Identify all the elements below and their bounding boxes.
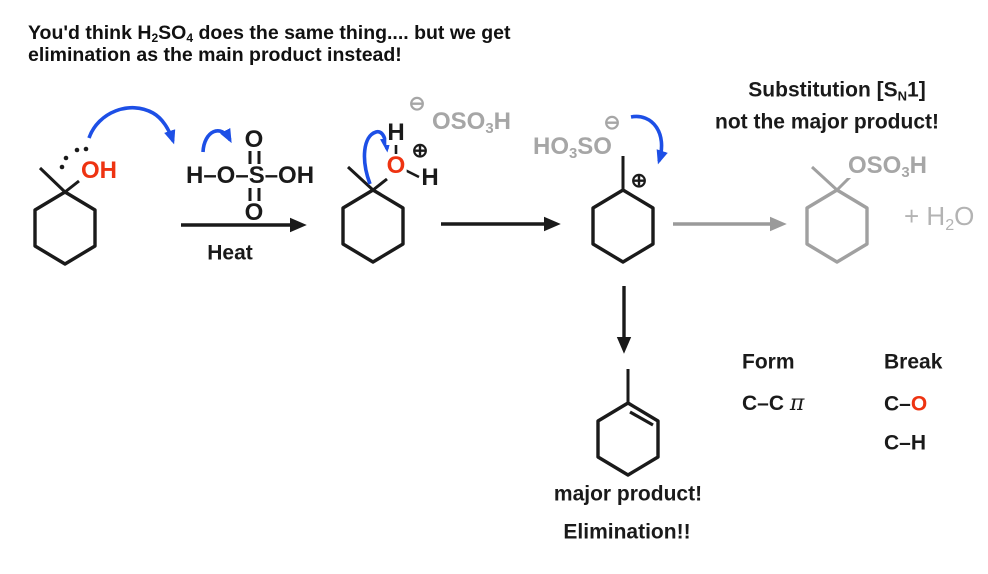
sulfuric-acid-top-oxygen: O	[244, 126, 264, 153]
major-product-caption: major product!	[553, 482, 703, 506]
curved-arrow-counterion-to-cation	[630, 114, 668, 165]
cyclohexane-ring-start	[33, 190, 97, 266]
methyl-bond-start	[38, 166, 67, 194]
plus-charge-icon: ⊕	[411, 140, 429, 162]
cyclohexane-ring-cation	[591, 188, 655, 264]
headline: You'd think H2SO4 does the same thing...…	[28, 22, 511, 66]
heat-condition-label: Heat	[207, 241, 253, 265]
curved-arrow-co-bond-to-oxygen	[362, 129, 392, 185]
sulfuric-acid-formula: H–O–S–OH	[186, 162, 315, 189]
s-o-double-bonds	[248, 151, 261, 201]
double-bond-inner-line	[629, 410, 654, 427]
cyclohexene-ring-product	[596, 401, 660, 477]
cyclohexane-ring-substitution-product	[805, 188, 869, 264]
oxonium-oxygen: O	[385, 152, 407, 179]
break-bond-ch: C–H	[884, 431, 927, 455]
break-bond-co: C–O	[884, 392, 928, 416]
bisulfate-counterion-2: HO3SO	[533, 133, 612, 163]
form-header: Form	[742, 350, 795, 374]
hydroxyl-label: OH	[80, 157, 118, 184]
c-o-bond-start	[64, 179, 80, 194]
sulfuric-acid-bottom-oxygen: O	[244, 199, 264, 226]
minus-charge-icon-counterion-2: ⊖	[603, 112, 621, 134]
minus-charge-icon-counterion-1: ⊖	[408, 93, 426, 115]
oxonium-h-right: H	[420, 164, 440, 191]
water-byproduct-label: + H2O	[904, 201, 975, 234]
oxonium-h-top: H	[386, 119, 406, 146]
elimination-caption: Elimination!!	[563, 520, 691, 544]
substitution-subtitle: not the major product!	[715, 110, 939, 134]
headline-line-2: elimination as the main product instead!	[28, 44, 402, 66]
headline-line-1: You'd think H2SO4 does the same thing...…	[28, 22, 511, 46]
substitution-title: Substitution [SN1]	[748, 78, 926, 104]
bisulfate-counterion-1: OSO3H	[432, 108, 511, 138]
break-header: Break	[884, 350, 943, 374]
o-h-right-bond	[404, 168, 420, 179]
methyl-bond-substitution-product	[810, 165, 839, 192]
methyl-bond-protonated	[346, 165, 375, 192]
form-bond-cc-pi: C–C π	[742, 391, 805, 416]
curved-arrow-oh-bond-to-oxygen	[201, 127, 232, 153]
cyclohexane-ring-protonated	[341, 188, 405, 264]
oxygen-lone-pairs	[59, 146, 89, 170]
curved-arrow-oh-to-acid-proton	[87, 105, 176, 145]
c-o-bond-protonated	[372, 177, 388, 192]
carbocation-plus-icon: ⊕	[630, 170, 648, 192]
sulfate-ester-group-label: OSO3H	[847, 152, 928, 182]
